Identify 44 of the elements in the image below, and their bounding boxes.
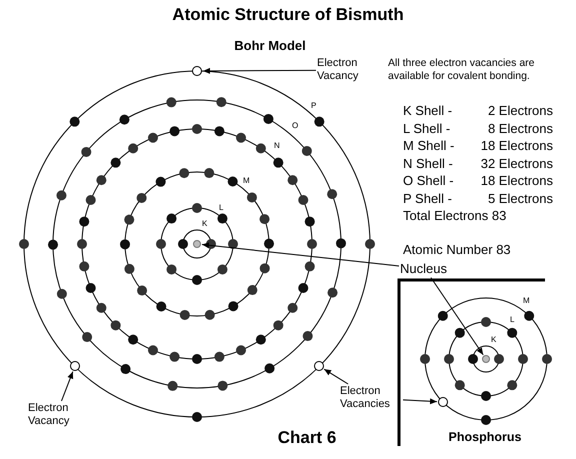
electron-count: 32 Electrons xyxy=(480,156,553,172)
shell-name: L Shell - xyxy=(403,120,450,136)
diagram-title: Atomic Structure of Bismuth xyxy=(171,5,405,26)
subtitle: Bohr Model xyxy=(234,38,306,54)
callout-label: Electron Vacancy xyxy=(28,402,84,428)
nucleus-dot xyxy=(482,355,490,363)
leader-arrow xyxy=(60,371,74,402)
electron-vacancy-dot xyxy=(438,397,448,407)
leader-arrow xyxy=(430,277,484,356)
electron-count: 2 Electrons xyxy=(488,103,553,119)
chart-number: Chart 6 xyxy=(278,428,336,448)
total-electrons: Total Electrons 83 xyxy=(403,208,506,224)
shell-name: N Shell - xyxy=(403,156,453,172)
electron-vacancy-dot xyxy=(314,361,324,371)
leader-arrow xyxy=(202,68,316,74)
leader-arrow xyxy=(324,368,349,384)
shell-letter: N xyxy=(274,141,280,151)
shell-letter: K xyxy=(491,335,496,345)
shell-name: K Shell - xyxy=(403,103,452,119)
leader-arrow xyxy=(402,398,438,404)
shell-letter: M xyxy=(523,296,530,306)
note-text: All three electron vacancies are available for covalent bonding. xyxy=(388,57,536,82)
shell-letter: P xyxy=(311,101,316,111)
shell-letter: K xyxy=(202,219,208,229)
shell-letter: L xyxy=(510,315,514,325)
atomic-number: Atomic Number 83 xyxy=(403,242,511,258)
element-name: Phosphorus xyxy=(448,430,522,445)
electron-count: 18 Electrons xyxy=(480,138,553,154)
shell-letter: L xyxy=(219,203,224,213)
callout-label: Electron Vacancies xyxy=(340,385,402,412)
nucleus-dot xyxy=(193,240,201,248)
electron-count: 5 Electrons xyxy=(488,190,553,206)
shell-name: P Shell - xyxy=(403,190,452,206)
electron-vacancy-dot xyxy=(70,361,80,371)
callout-label: Nucleus xyxy=(400,261,450,277)
shell-letter: M xyxy=(243,176,250,186)
electron-count: 8 Electrons xyxy=(488,120,553,136)
electron-count: 18 Electrons xyxy=(480,173,553,189)
callout-label: Electron Vacancy xyxy=(317,57,373,84)
electron-vacancy-dot xyxy=(192,66,202,76)
leader-arrow xyxy=(201,242,400,266)
shell-name: O Shell - xyxy=(403,173,454,189)
shell-name: M Shell - xyxy=(403,138,454,154)
shell-letter: O xyxy=(292,121,298,131)
